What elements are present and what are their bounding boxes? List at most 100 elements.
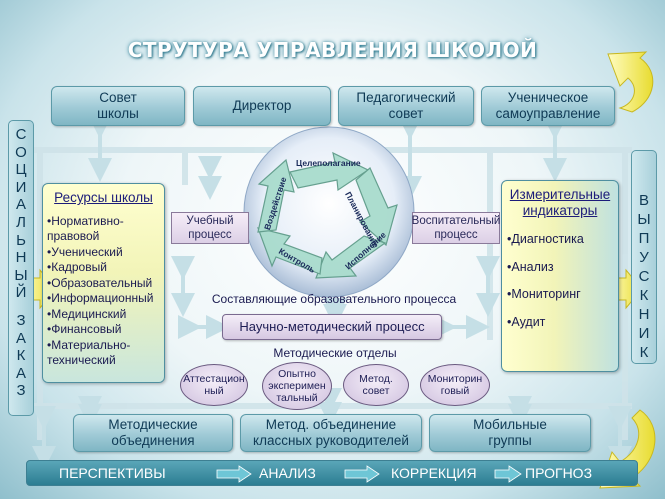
bar-arrow-2 xyxy=(344,465,380,483)
oval-line: совет xyxy=(362,385,390,397)
letter: З xyxy=(16,311,26,329)
bar-correction: КОРРЕКЦИЯ xyxy=(391,465,477,481)
letter: Й xyxy=(15,284,27,302)
box-scientific-process: Научно-методический процесс xyxy=(222,314,442,340)
letter: З xyxy=(16,382,26,400)
box-line: самоуправление xyxy=(495,106,601,121)
letter: У xyxy=(639,249,649,266)
list-item: •Образовательный xyxy=(47,275,153,290)
cycle-arrow-2 xyxy=(355,167,398,247)
bar-forecast: ПРОГНОЗ xyxy=(525,465,593,481)
letter: С xyxy=(638,268,650,285)
list-item: •Мониторинг xyxy=(507,287,581,301)
letter: В xyxy=(638,192,649,209)
box-line: Научно-методический процесс xyxy=(239,318,425,334)
letter: Н xyxy=(15,249,27,267)
box-line: Совет xyxy=(99,90,137,106)
box-line: Воспитательный xyxy=(411,215,501,227)
box-line: Ученическое xyxy=(507,90,589,106)
resources-heading: Ресурсы школы xyxy=(54,190,153,205)
cycle-arrow-4 xyxy=(257,227,323,275)
oval-line: эксперимен xyxy=(268,380,326,392)
cycle-arrow-5 xyxy=(257,158,295,233)
list-item: •Аудит xyxy=(507,314,546,329)
box-line: Методические xyxy=(108,417,198,433)
letter: А xyxy=(15,196,26,214)
box-director: Директор xyxy=(193,86,331,126)
bar-analysis: АНАЛИЗ xyxy=(259,465,316,481)
list-item: •Медицинский xyxy=(47,306,127,321)
list-item: •Нормативно- xyxy=(47,213,124,228)
departments-label: Методические отделы xyxy=(273,346,397,360)
letter: Н xyxy=(638,306,650,323)
components-label: Составляющие образовательного процесса xyxy=(211,292,457,306)
box-line: Мобильные xyxy=(473,417,547,433)
graduate-vertical: В Ы П У С К Н И К xyxy=(631,150,657,364)
box-line: процесс xyxy=(188,229,232,241)
indicators-heading-1: Измерительные xyxy=(509,187,611,202)
page-title: СТРУТУРА УПРАВЛЕНИЯ ШКОЛОЙ xyxy=(127,38,538,62)
list-item: технический xyxy=(47,353,116,367)
cycle-arrow-1 xyxy=(289,151,370,192)
letter: Ь xyxy=(16,231,26,249)
bar-arrows xyxy=(216,465,522,483)
letter: И xyxy=(638,325,650,342)
box-line: Педагогический xyxy=(356,90,456,106)
box-line: классных руководителей xyxy=(253,433,409,448)
letter: И xyxy=(15,178,27,196)
list-item: •Материально- xyxy=(47,337,131,352)
oval-method-council: Метод.совет xyxy=(343,364,409,406)
letter: К xyxy=(16,347,26,365)
indicators-panel: Измерительные индикаторы •Диагностика •А… xyxy=(501,180,619,372)
oval-line: говый xyxy=(440,385,470,397)
oval-line: ный xyxy=(204,385,224,397)
cycle-label-goal-setting: Целеполагание xyxy=(296,158,361,168)
letter: Л xyxy=(16,213,26,231)
box-line: группы xyxy=(488,433,532,448)
letter: К xyxy=(639,344,649,361)
list-item: правовой xyxy=(47,229,100,243)
oval-line: Мониторин xyxy=(427,373,483,385)
box-line: процесс xyxy=(434,229,478,241)
box-line: школы xyxy=(97,106,139,121)
letter: К xyxy=(639,287,649,304)
box-line: Учебный xyxy=(186,215,234,227)
box-educational-process: Учебный процесс xyxy=(171,212,249,244)
list-item: •Диагностика xyxy=(507,232,584,246)
oval-line: тальный xyxy=(276,392,318,404)
letter: А xyxy=(15,364,26,382)
box-line: Метод. объединение xyxy=(265,417,397,433)
box-line: объединения xyxy=(111,433,195,448)
oval-line: Метод. xyxy=(359,373,393,385)
box-line: Директор xyxy=(232,98,292,114)
letter: П xyxy=(638,230,650,247)
bar-arrow-3 xyxy=(494,465,522,483)
list-item: •Финансовый xyxy=(47,322,122,336)
list-item: •Информационный xyxy=(47,291,154,305)
resources-list: •Нормативно- правовой •Ученический •Кадр… xyxy=(47,214,160,369)
box-line: совет xyxy=(388,106,424,121)
resources-panel: Ресурсы школы •Нормативно- правовой •Уче… xyxy=(42,183,165,383)
yellow-curved-arrow-top xyxy=(607,51,654,113)
oval-line: Аттестацион xyxy=(183,373,245,385)
letter: О xyxy=(15,143,27,161)
indicators-list: •Диагностика •Анализ •Мониторинг •Аудит xyxy=(507,232,613,330)
list-item: •Анализ xyxy=(507,259,554,274)
letter: Ы xyxy=(637,211,651,228)
bar-perspectives: ПЕРСПЕКТИВЫ xyxy=(59,465,166,481)
list-item: •Кадровый xyxy=(47,260,107,274)
letter: Ц xyxy=(15,161,27,179)
indicators-heading-2: индикаторы xyxy=(522,202,598,218)
letter: А xyxy=(15,329,26,347)
letter: С xyxy=(15,126,27,143)
